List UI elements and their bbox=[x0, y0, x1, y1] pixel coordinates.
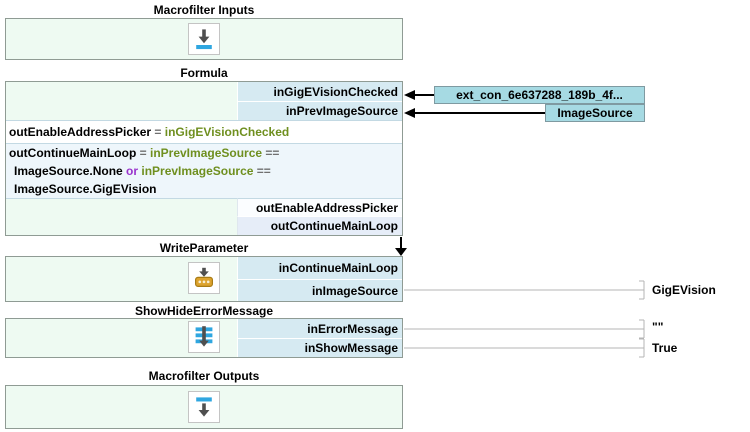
show-hide-error-message-block[interactable]: inErrorMessage inShowMessage bbox=[5, 318, 403, 358]
formula-expression-1[interactable]: outEnableAddressPicker = inGigEVisionChe… bbox=[6, 120, 402, 143]
formula-token-operator: == bbox=[253, 164, 271, 178]
port-inShowMessage[interactable]: inShowMessage bbox=[237, 338, 402, 357]
formula-token-input: inPrevImageSource bbox=[150, 146, 263, 160]
port-inGigEVisionChecked[interactable]: inGigEVisionChecked bbox=[237, 82, 402, 101]
formula-token-output: outEnableAddressPicker bbox=[9, 125, 152, 139]
macrofilter-outputs-block[interactable] bbox=[5, 385, 403, 429]
expression-line: outContinueMainLoop = inPrevImageSource … bbox=[6, 144, 402, 162]
block-title-macrofilter-inputs: Macrofilter Inputs bbox=[153, 3, 255, 17]
port-outContinueMainLoop[interactable]: outContinueMainLoop bbox=[237, 216, 402, 235]
formula-token-input: inPrevImageSource bbox=[141, 164, 254, 178]
constant-link-gigevision bbox=[404, 280, 645, 300]
block-title-show-hide-error-message: ShowHideErrorMessage bbox=[134, 304, 274, 318]
external-connection-label[interactable]: ImageSource bbox=[545, 104, 645, 122]
connection-imagesource-arrow bbox=[404, 108, 545, 118]
bar-arrow-down-icon bbox=[188, 391, 220, 423]
formula-token-operator: == bbox=[262, 146, 280, 160]
formula-token-operator: = bbox=[136, 146, 150, 160]
constant-link-true bbox=[404, 338, 645, 358]
block-title-write-parameter: WriteParameter bbox=[159, 241, 249, 255]
connection-ext-con-arrow bbox=[404, 90, 434, 100]
constant-value-inShowMessage[interactable]: True bbox=[652, 341, 678, 355]
formula-token-input: inGigEVisionChecked bbox=[164, 125, 290, 139]
constant-link-empty-string bbox=[404, 319, 645, 339]
port-inErrorMessage[interactable]: inErrorMessage bbox=[237, 319, 402, 338]
formula-token-output: outContinueMainLoop bbox=[9, 146, 137, 160]
write-parameter-slot-icon bbox=[188, 262, 220, 294]
constant-value-inErrorMessage[interactable]: "" bbox=[652, 320, 664, 334]
port-outEnableAddressPicker[interactable]: outEnableAddressPicker bbox=[237, 198, 402, 216]
formula-token-literal: ImageSource.GigEVision bbox=[14, 182, 157, 196]
block-title-formula: Formula bbox=[180, 66, 228, 80]
expression-line: ImageSource.GigEVision bbox=[6, 180, 402, 198]
formula-token-literal: ImageSource.None bbox=[14, 164, 123, 178]
formula-token-operator: = bbox=[151, 125, 165, 139]
port-inPrevImageSource[interactable]: inPrevImageSource bbox=[237, 101, 402, 120]
external-connection-label[interactable]: ext_con_6e637288_189b_4f... bbox=[434, 86, 645, 104]
input-arrow-down-to-bar-icon bbox=[188, 23, 220, 55]
port-inContinueMainLoop[interactable]: inContinueMainLoop bbox=[237, 257, 402, 279]
formula-footer-cell bbox=[6, 198, 237, 235]
constant-value-inImageSource[interactable]: GigEVision bbox=[652, 283, 716, 297]
port-inImageSource[interactable]: inImageSource bbox=[237, 279, 402, 301]
formula-header-cell bbox=[6, 82, 237, 120]
write-parameter-block[interactable]: inContinueMainLoop inImageSource bbox=[5, 256, 403, 302]
macrofilter-inputs-block[interactable] bbox=[5, 18, 403, 60]
formula-token-keyword: or bbox=[122, 164, 142, 178]
stack-down-arrow-icon bbox=[188, 321, 220, 353]
formula-block[interactable]: inGigEVisionChecked inPrevImageSource ou… bbox=[5, 81, 403, 236]
block-title-macrofilter-outputs: Macrofilter Outputs bbox=[148, 369, 260, 383]
expression-line: ImageSource.None or inPrevImageSource == bbox=[6, 162, 402, 180]
formula-expression-2[interactable]: outContinueMainLoop = inPrevImageSource … bbox=[6, 143, 402, 198]
expression-line: outEnableAddressPicker = inGigEVisionChe… bbox=[6, 121, 402, 141]
